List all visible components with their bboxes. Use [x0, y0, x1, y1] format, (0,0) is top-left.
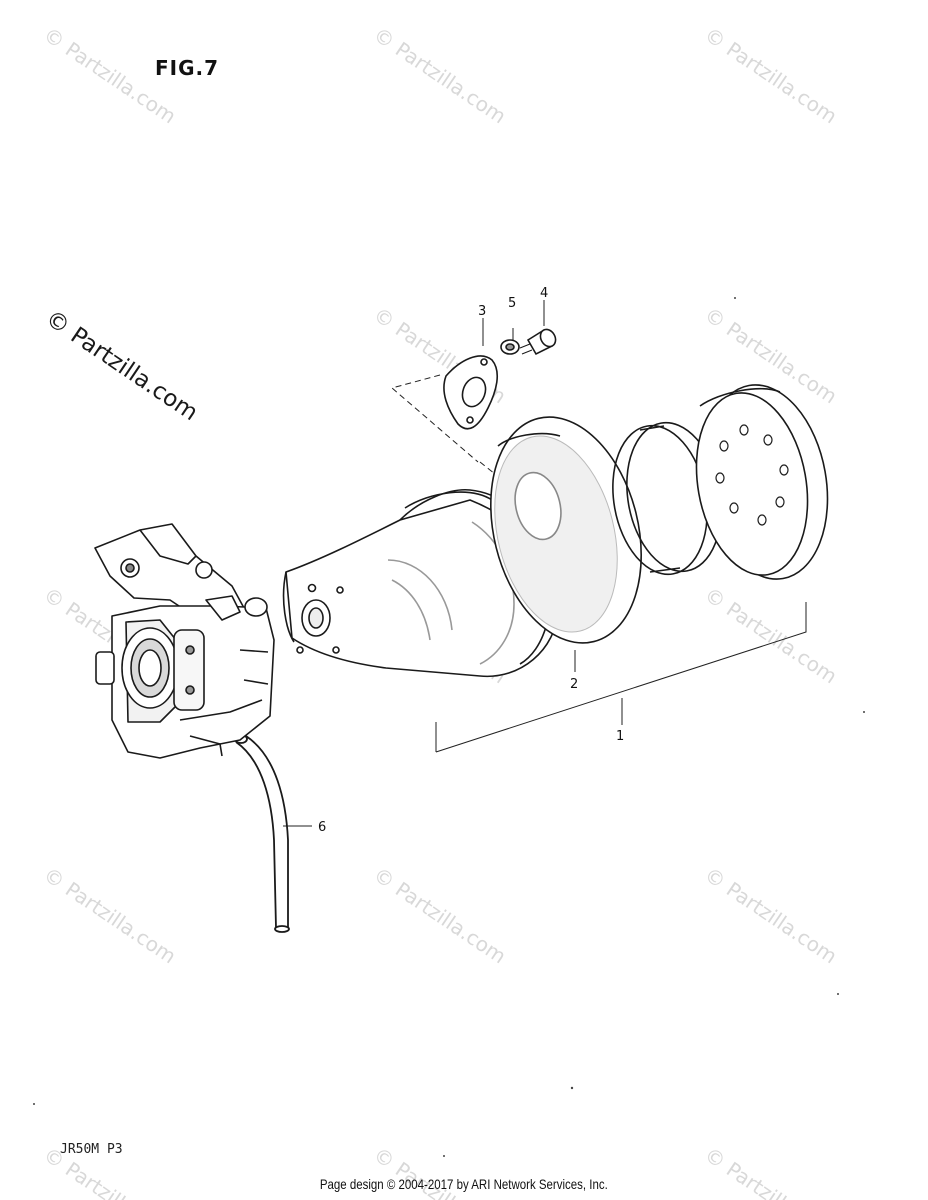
- callout-4: 4: [540, 286, 548, 301]
- callout-3: 3: [478, 304, 486, 319]
- callout-5: 5: [508, 296, 516, 311]
- watermark: © Partzilla.com: [369, 862, 510, 968]
- figure-title: FIG.7: [155, 56, 220, 80]
- watermark: © Partzilla.com: [369, 22, 510, 128]
- part-5-washer: [500, 339, 520, 355]
- part-4-bolt: [519, 328, 557, 356]
- part-6-hose: [234, 734, 290, 933]
- page-footer: Page design © 2004-2017 by ARI Network S…: [319, 1176, 608, 1192]
- callout-labels: 1 2 3 4 5 6: [318, 286, 624, 835]
- part-1-air-cleaner-case: [282, 489, 559, 678]
- callout-1: 1: [616, 729, 624, 744]
- callout-6: 6: [318, 820, 326, 835]
- partzilla-watermark: © Partzilla.com: [41, 305, 203, 426]
- watermark: © Partzilla.com: [39, 862, 180, 968]
- scan-specks: [33, 297, 865, 1157]
- part-2-filter-element: [490, 416, 642, 644]
- watermark: © Partzilla.com: [39, 22, 180, 128]
- carburetor: [94, 523, 275, 759]
- model-code: JR50M P3: [60, 1142, 123, 1157]
- part-3-gasket: [443, 355, 499, 430]
- callout-2: 2: [570, 677, 578, 692]
- watermark: © Partzilla.com: [700, 22, 841, 128]
- air-cleaner-cap: [695, 384, 829, 580]
- watermark: © Partzilla.com: [700, 582, 841, 688]
- watermark: © Partzilla.com: [700, 862, 841, 968]
